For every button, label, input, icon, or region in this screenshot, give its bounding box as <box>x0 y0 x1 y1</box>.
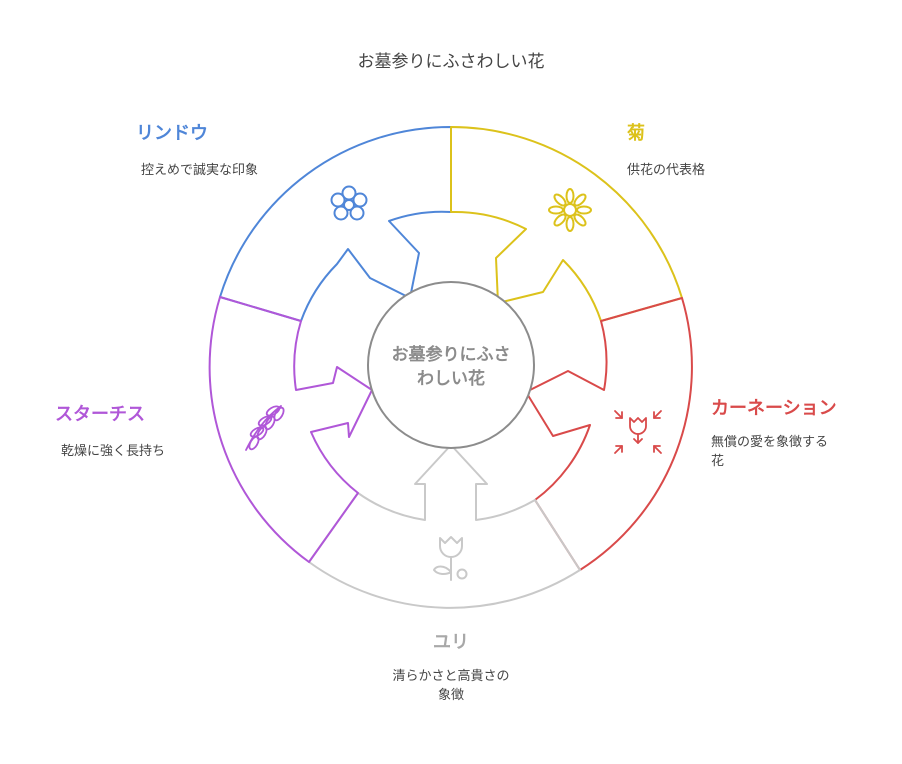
segment-carnation[interactable] <box>525 297 693 571</box>
label-yuri-desc-line2: 象徴 <box>438 688 464 703</box>
ring <box>208 125 693 609</box>
center-text-line2: わしい花 <box>417 368 485 389</box>
segment-yuri[interactable] <box>308 444 581 609</box>
center-circle <box>367 281 535 449</box>
diagram-title: お墓参りにふさわしい花 <box>358 52 545 72</box>
center-text-line1: お墓参りにふさ <box>392 344 511 365</box>
label-carnation-desc-line1: 無償の愛を象徴する <box>711 435 828 450</box>
label-statice-title: スターチス <box>55 404 145 425</box>
chrysanthemum-icon <box>548 188 592 232</box>
label-kiku-title: 菊 <box>627 122 645 144</box>
tulip-arrows-icon <box>614 410 662 454</box>
label-rindou-desc: 控えめで誠実な印象 <box>141 162 258 178</box>
tulip-icon <box>433 536 468 581</box>
label-yuri-desc-line1: 清らかさと高貴さの <box>392 668 509 684</box>
label-carnation-desc-line2: 花 <box>711 453 724 469</box>
wheat-icon <box>245 405 285 451</box>
label-statice-desc: 乾燥に強く長持ち <box>61 444 165 459</box>
flower-icon <box>330 185 368 221</box>
label-carnation-title: カーネーション <box>711 398 837 419</box>
segment-statice[interactable] <box>208 296 373 563</box>
label-kiku-desc: 供花の代表格 <box>627 162 705 178</box>
label-rindou-title: リンドウ <box>136 123 208 144</box>
label-yuri-title: ユリ <box>433 632 469 653</box>
